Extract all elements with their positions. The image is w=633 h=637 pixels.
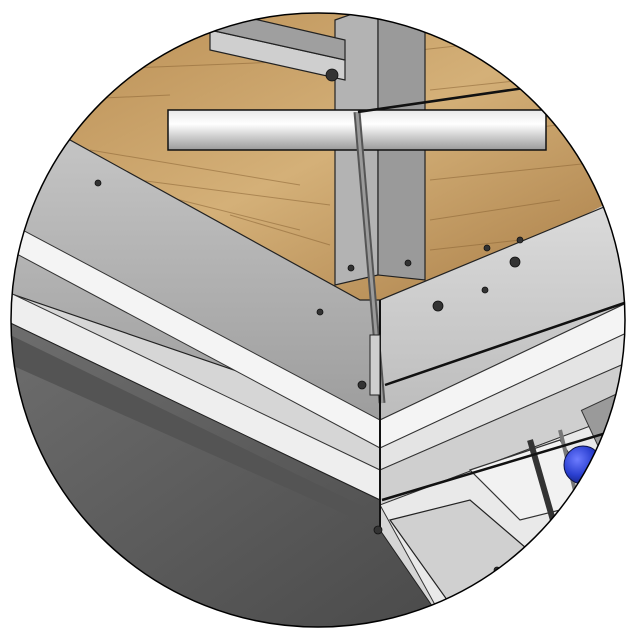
hull-shadow [11, 330, 370, 525]
wood-grain-line [89, 149, 301, 186]
blue-knob [563, 445, 603, 485]
wood-grain-line [419, 29, 601, 51]
tension-cable-middle [384, 298, 625, 387]
bolt [357, 380, 367, 390]
wood-grain-line [229, 214, 331, 246]
bolt [325, 68, 339, 82]
bolt [316, 308, 324, 316]
bolt [404, 259, 412, 267]
bolt [481, 286, 489, 294]
bolt [432, 300, 444, 312]
tension-cable-lower [381, 423, 625, 502]
bolt [373, 525, 383, 535]
bolt [94, 179, 102, 187]
corner-bracket [369, 334, 381, 396]
bolt [516, 236, 524, 244]
bolts [94, 68, 524, 574]
wood-grain-line [429, 239, 521, 251]
wood-grain-line [429, 199, 561, 221]
bolt [509, 256, 521, 268]
tension-cable-top [357, 83, 546, 114]
bolt [347, 264, 355, 272]
wood-grain-line [159, 194, 301, 231]
detail-circle-outline [10, 12, 626, 628]
bolt [483, 244, 491, 252]
